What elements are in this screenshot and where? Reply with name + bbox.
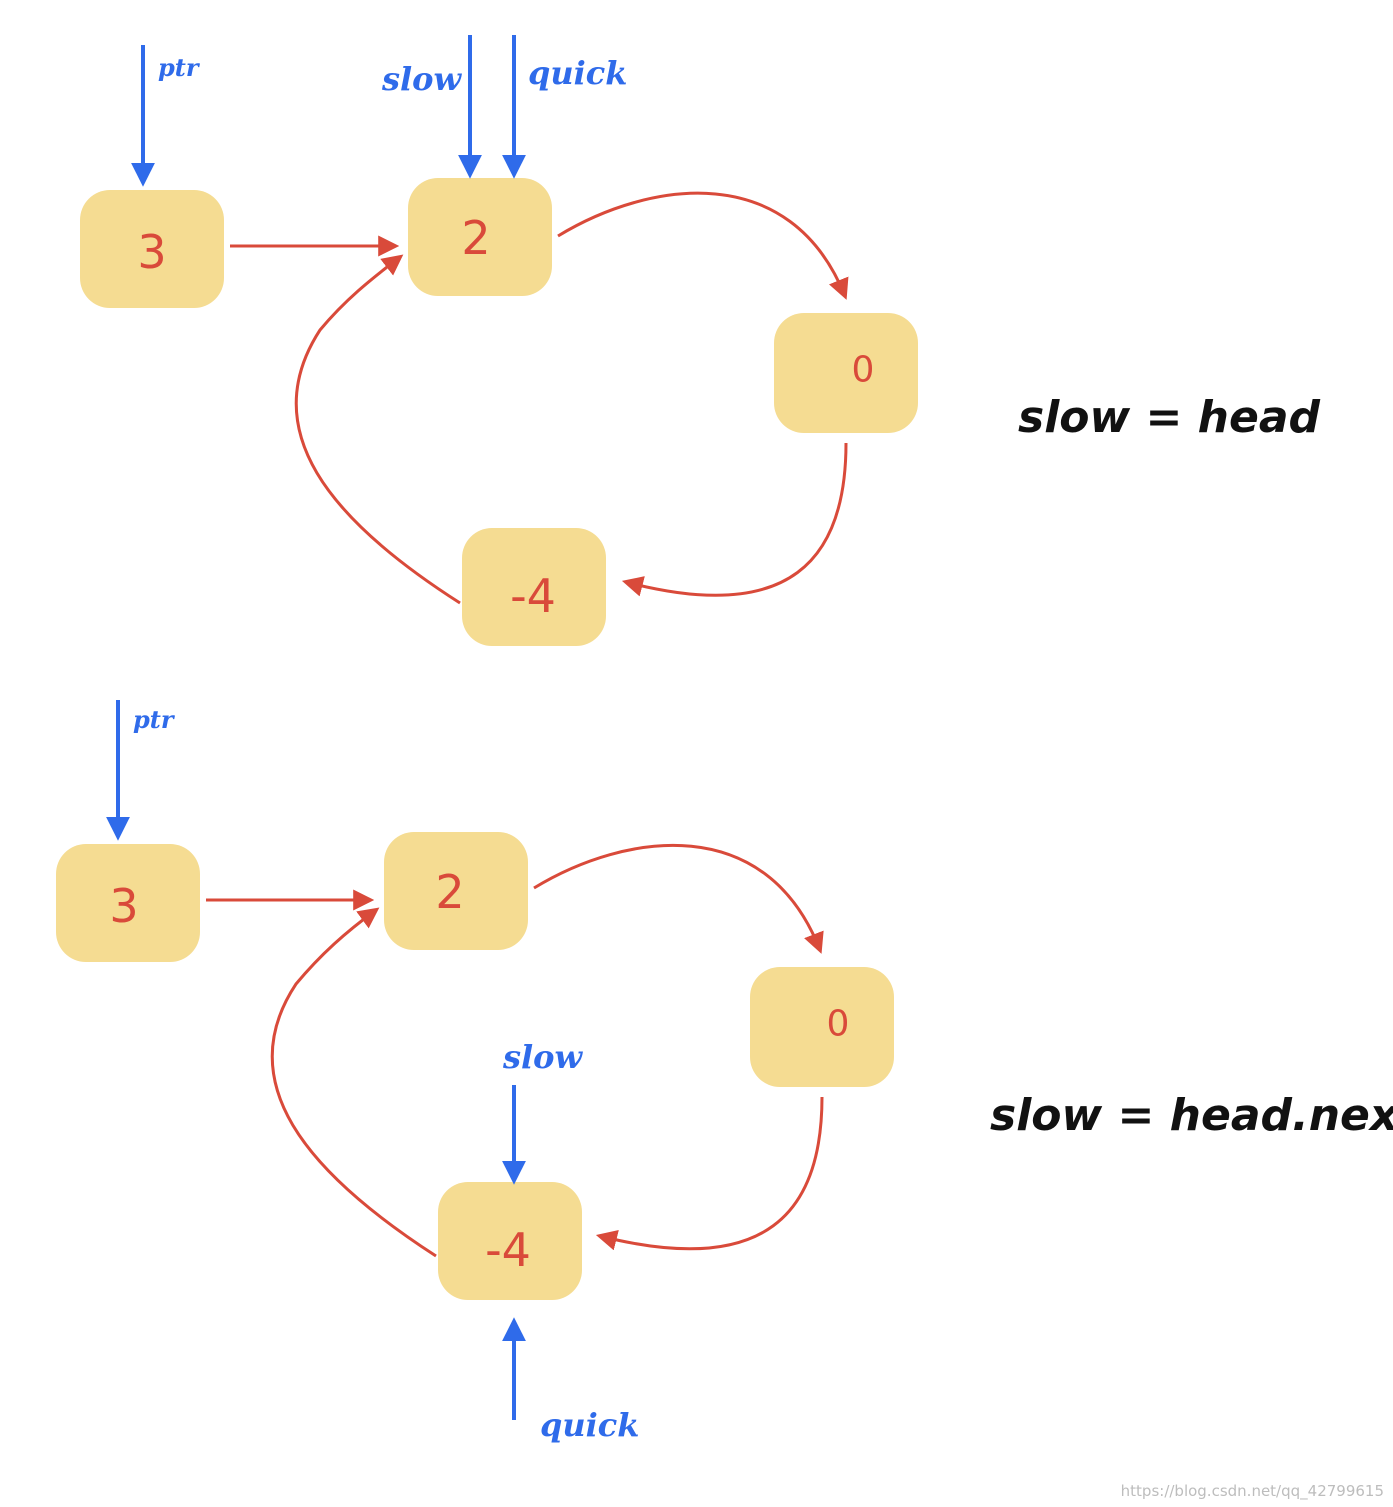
pointer-slow: slow: [381, 35, 482, 179]
node-label: 3: [109, 879, 138, 933]
pointer-ptr: ptr: [106, 700, 176, 841]
pointer-label: quick: [528, 54, 627, 92]
node-label: 0: [852, 350, 875, 391]
top-diagram: 3 2 0 -4 ptr slow quick slow = head: [80, 35, 1321, 646]
pointer-label: slow: [502, 1038, 584, 1076]
caption: slow = head.next: [990, 1090, 1393, 1141]
node-neg4: -4: [462, 528, 606, 646]
pointer-label: quick: [540, 1406, 639, 1444]
node-label: 2: [435, 865, 464, 919]
pointer-quick: quick: [502, 35, 627, 179]
node-3: 3: [56, 844, 200, 962]
node-0: 0: [750, 967, 894, 1087]
node-label: -4: [485, 1223, 531, 1277]
node-2: 2: [408, 178, 552, 296]
node-3: 3: [80, 190, 224, 308]
pointer-label: ptr: [158, 53, 201, 82]
pointer-quick: quick: [502, 1317, 639, 1444]
node-label: -4: [510, 569, 556, 623]
pointer-label: slow: [381, 60, 463, 98]
edge-0-to-neg4: [621, 442, 848, 597]
edge-neg4-to-2: [270, 907, 437, 1258]
pointer-ptr: ptr: [131, 45, 201, 187]
edge-2-to-0: [533, 843, 824, 954]
node-label: 0: [827, 1004, 850, 1045]
watermark: https://blog.csdn.net/qq_42799615: [1121, 1482, 1384, 1501]
bottom-diagram: 3 2 0 -4 ptr slow quick slow = head.next: [56, 700, 1393, 1444]
node-label: 3: [137, 225, 166, 279]
edge-2-to-0: [557, 191, 849, 300]
node-neg4: -4: [438, 1182, 582, 1300]
node-0: 0: [774, 313, 918, 433]
pointer-slow: slow: [502, 1038, 584, 1185]
node-2: 2: [384, 832, 528, 950]
node-label: 2: [461, 211, 490, 265]
edge-0-to-neg4: [595, 1096, 824, 1251]
caption: slow = head: [1018, 392, 1321, 443]
pointer-label: ptr: [133, 705, 176, 734]
edge-neg4-to-2: [294, 254, 461, 605]
